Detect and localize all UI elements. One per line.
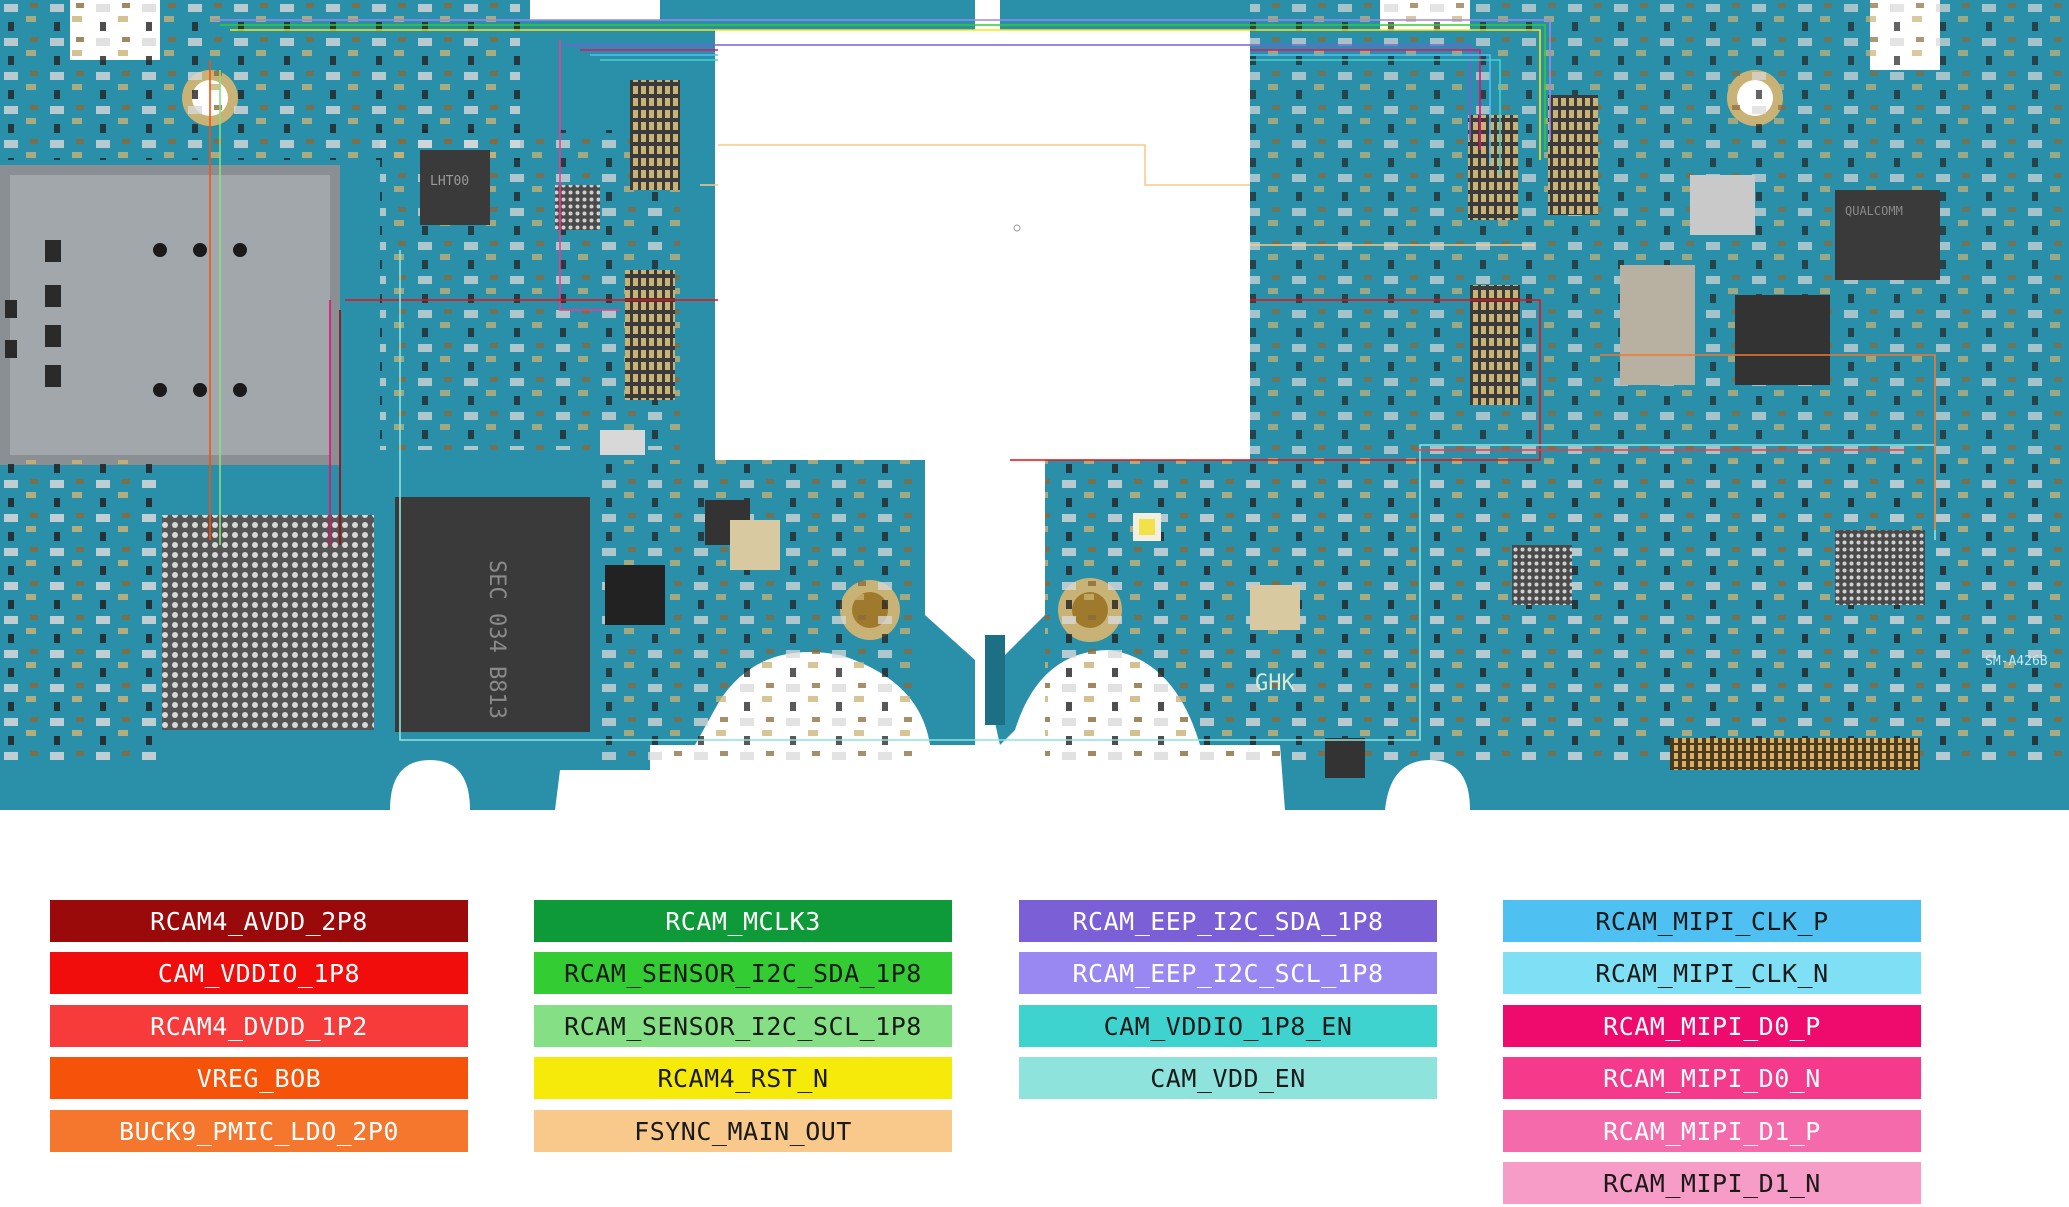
legend-item: RCAM_MIPI_D1_P — [1503, 1110, 1921, 1152]
legend-item: RCAM4_DVDD_1P2 — [50, 1005, 468, 1047]
legend-item: VREG_BOB — [50, 1057, 468, 1099]
legend-item: RCAM4_RST_N — [534, 1057, 952, 1099]
legend-item: RCAM_MIPI_CLK_N — [1503, 952, 1921, 994]
legend-item: RCAM4_AVDD_2P8 — [50, 900, 468, 942]
legend-item: RCAM_EEP_I2C_SDA_1P8 — [1019, 900, 1437, 942]
pcb-board-image: SEC 034 B813 LHT00 QUALCOMM — [0, 0, 2069, 810]
left-board: SEC 034 B813 LHT00 — [0, 0, 975, 810]
signal-legend: RCAM4_AVDD_2P8 CAM_VDDIO_1P8 RCAM4_DVDD_… — [0, 880, 2069, 1207]
memory-chip-marking: SEC 034 B813 — [484, 560, 509, 719]
legend-item: CAM_VDDIO_1P8 — [50, 952, 468, 994]
legend-item: RCAM_MIPI_D0_P — [1503, 1005, 1921, 1047]
legend-item: RCAM_SENSOR_I2C_SDA_1P8 — [534, 952, 952, 994]
legend-item: BUCK9_PMIC_LDO_2P0 — [50, 1110, 468, 1152]
legend-item: RCAM_MIPI_D1_N — [1503, 1162, 1921, 1204]
legend-item: RCAM_SENSOR_I2C_SCL_1P8 — [534, 1005, 952, 1047]
legend-item: RCAM_MCLK3 — [534, 900, 952, 942]
legend-item: RCAM_MIPI_D0_N — [1503, 1057, 1921, 1099]
ghk-text: GHK — [1255, 671, 1295, 696]
legend-item: FSYNC_MAIN_OUT — [534, 1110, 952, 1152]
legend-item: RCAM_EEP_I2C_SCL_1P8 — [1019, 952, 1437, 994]
revision-text: SM-A426B — [1985, 654, 2048, 669]
legend-item: CAM_VDD_EN — [1019, 1057, 1437, 1099]
legend-item: CAM_VDDIO_1P8_EN — [1019, 1005, 1437, 1047]
right-board: QUALCOMM SM-A426B GHK — [990, 0, 2069, 810]
legend-item: RCAM_MIPI_CLK_P — [1503, 900, 1921, 942]
chip-marking: LHT00 — [430, 174, 469, 189]
pmic-marking: QUALCOMM — [1845, 204, 1903, 218]
